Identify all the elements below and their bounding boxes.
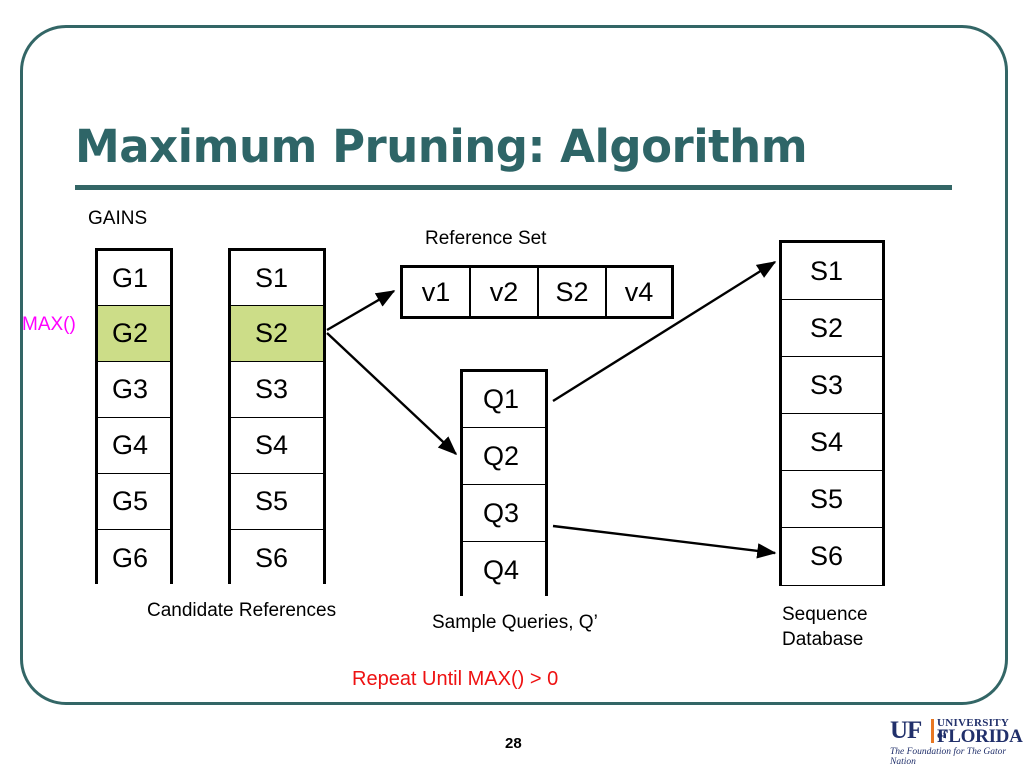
uf-logo-divider	[931, 719, 934, 743]
sample-query-cell[interactable]: Q3	[463, 485, 545, 542]
candidate-references-column: S1 S2 S3 S4 S5 S6	[228, 248, 326, 586]
sequence-database-label: Sequence Database	[782, 604, 868, 650]
sequence-database-cell[interactable]: S5	[782, 471, 882, 528]
candidate-reference-cell[interactable]: S1	[231, 251, 323, 306]
sample-query-cell[interactable]: Q2	[463, 428, 545, 485]
candidate-reference-cell[interactable]: S6	[231, 530, 323, 586]
candidate-reference-cell[interactable]: S2	[231, 306, 323, 362]
sequence-database-cell[interactable]: S6	[782, 528, 882, 585]
sample-query-cell[interactable]: Q4	[463, 542, 545, 599]
gains-cell[interactable]: G1	[98, 251, 170, 306]
candidate-reference-cell[interactable]: S3	[231, 362, 323, 418]
slide-border-frame	[20, 25, 1008, 705]
sequence-database-cell[interactable]: S1	[782, 243, 882, 300]
gains-column: G1 G2 G3 G4 G5 G6	[95, 248, 173, 586]
candidate-reference-cell[interactable]: S5	[231, 474, 323, 530]
candidate-reference-cell[interactable]: S4	[231, 418, 323, 474]
title-divider	[75, 185, 952, 190]
reference-set-cell[interactable]: S2	[539, 268, 607, 316]
sample-queries-column: Q1 Q2 Q3 Q4	[460, 369, 548, 599]
reference-set-cell[interactable]: v4	[624, 276, 654, 307]
uf-university-text: UNIVERSITY of	[937, 717, 1009, 741]
sequence-database-cell[interactable]: S3	[782, 357, 882, 414]
page-title: Maximum Pruning: Algorithm	[75, 120, 808, 173]
uf-tagline: The Foundation for The Gator Nation	[890, 747, 1007, 767]
page-number: 28	[505, 735, 522, 752]
sample-query-cell[interactable]: Q1	[463, 372, 545, 428]
gains-cell[interactable]: G2	[98, 306, 170, 362]
sequence-database-cell[interactable]: S4	[782, 414, 882, 471]
uf-florida-text: FLORIDA	[937, 726, 1023, 747]
sample-queries-label: Sample Queries, Q’	[432, 612, 598, 633]
reference-set-cell[interactable]: v1	[403, 268, 471, 316]
uf-monogram: UF	[890, 717, 922, 744]
repeat-condition-note: Repeat Until MAX() > 0	[352, 668, 559, 690]
gains-cell[interactable]: G6	[98, 530, 170, 586]
reference-set-label: Reference Set	[425, 228, 547, 249]
candidate-references-label: Candidate References	[147, 600, 337, 621]
gains-cell[interactable]: G3	[98, 362, 170, 418]
max-annotation: MAX()	[22, 314, 76, 335]
gains-cell[interactable]: G5	[98, 474, 170, 530]
sequence-database-cell[interactable]: S2	[782, 300, 882, 357]
reference-set-cell[interactable]: v2	[471, 268, 539, 316]
reference-set-row: v1 v2 S2 v4	[400, 265, 674, 319]
sequence-database-column: S1 S2 S3 S4 S5 S6	[779, 240, 885, 586]
uf-logo: UF UNIVERSITY of FLORIDA The Foundation …	[890, 717, 1023, 767]
gains-label: GAINS	[88, 208, 148, 229]
gains-cell[interactable]: G4	[98, 418, 170, 474]
